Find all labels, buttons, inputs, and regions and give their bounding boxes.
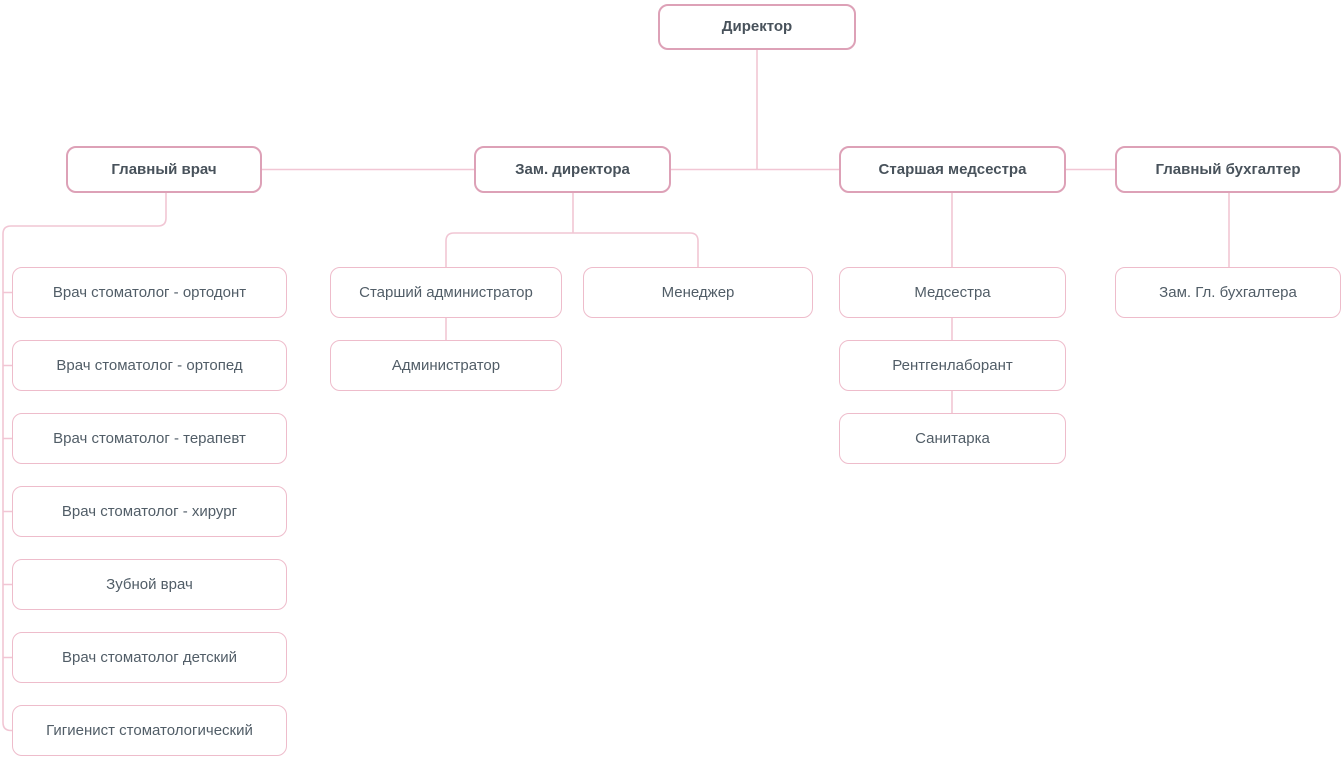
org-node-chief-accountant: Главный бухгалтер xyxy=(1115,146,1341,193)
org-node-orderly: Санитарка xyxy=(839,413,1066,464)
org-node-label: Врач стоматолог - ортопед xyxy=(56,356,243,374)
org-node-dentist-therapist: Врач стоматолог - терапевт xyxy=(12,413,287,464)
org-node-label: Рентгенлаборант xyxy=(892,356,1013,374)
org-node-administrator: Администратор xyxy=(330,340,562,391)
org-node-dentist-orthodontist: Врач стоматолог - ортодонт xyxy=(12,267,287,318)
org-node-label: Зам. директора xyxy=(515,160,630,178)
org-node-label: Менеджер xyxy=(661,283,735,301)
org-node-label: Врач стоматолог детский xyxy=(62,648,237,666)
org-node-label: Главный бухгалтер xyxy=(1155,160,1301,178)
org-node-label: Врач стоматолог - хирург xyxy=(61,502,238,520)
org-node-xray-technician: Рентгенлаборант xyxy=(839,340,1066,391)
org-node-dental-hygienist: Гигиенист стоматологический xyxy=(12,705,287,756)
org-node-label: Старшая медсестра xyxy=(878,160,1027,178)
org-node-deputy-director: Зам. директора xyxy=(474,146,671,193)
org-node-label: Главный врач xyxy=(111,160,217,178)
org-node-dentist-orthopedist: Врач стоматолог - ортопед xyxy=(12,340,287,391)
org-node-label: Врач стоматолог - ортодонт xyxy=(52,283,247,301)
org-node-dentist-surgeon: Врач стоматолог - хирург xyxy=(12,486,287,537)
org-node-director: Директор xyxy=(658,4,856,50)
connector-chief-physician-stubs xyxy=(3,291,12,659)
org-node-label: Медсестра xyxy=(914,283,991,301)
org-node-label: Директор xyxy=(721,18,793,35)
org-node-dental-doctor: Зубной врач xyxy=(12,559,287,610)
org-node-label: Зам. Гл. бухгалтера xyxy=(1159,283,1297,301)
org-node-label: Зубной врач xyxy=(106,575,193,593)
org-node-manager: Менеджер xyxy=(583,267,813,318)
org-node-label: Администратор xyxy=(391,356,501,374)
org-node-senior-administrator: Старший администратор xyxy=(330,267,562,318)
org-node-deputy-chief-accountant: Зам. Гл. бухгалтера xyxy=(1115,267,1341,318)
connector-deputy-director-fork xyxy=(445,193,699,267)
org-node-chief-physician: Главный врач xyxy=(66,146,262,193)
org-node-label: Гигиенист стоматологический xyxy=(46,721,253,739)
org-node-nurse: Медсестра xyxy=(839,267,1066,318)
org-node-label: Санитарка xyxy=(915,429,990,447)
org-node-head-nurse: Старшая медсестра xyxy=(839,146,1066,193)
org-node-label: Старший администратор xyxy=(359,283,533,301)
org-node-pediatric-dentist: Врач стоматолог детский xyxy=(12,632,287,683)
org-node-label: Врач стоматолог - терапевт xyxy=(53,429,246,447)
